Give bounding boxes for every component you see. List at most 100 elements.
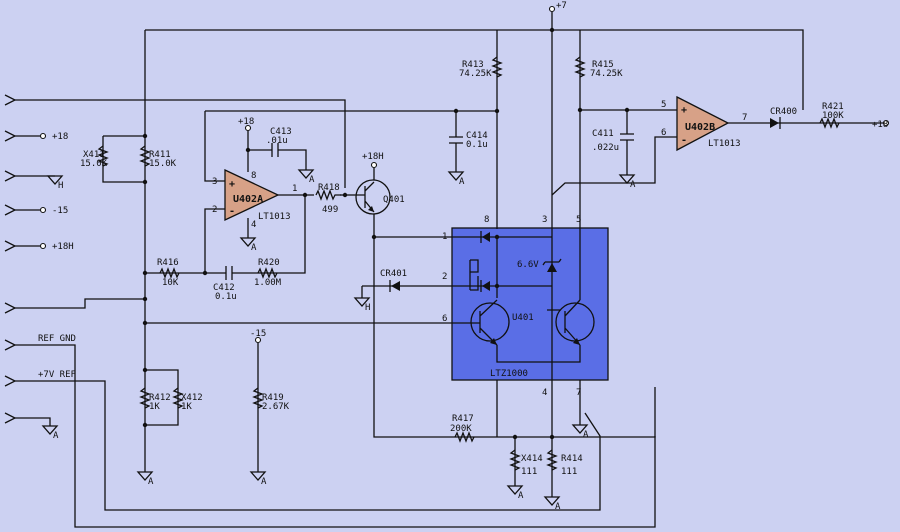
r411-name: R411 [149,150,171,160]
supply-label-plus18h-q401: +18H [362,152,384,162]
resistor-r414-icon [546,449,558,471]
r412-value: 1K [149,402,160,412]
pin-u402a-1: 1 [292,184,297,194]
transistor-q401-icon [355,179,391,215]
supply-label-plus18-u402a: +18 [238,117,254,127]
r412-name: R412 [149,393,171,403]
resistor-r417-icon [454,431,475,443]
opamp-u402a: + - U402A [224,168,280,222]
svg-text:A: A [459,177,465,187]
r419-value: 2.67K [262,402,290,412]
x414-name: X414 [521,454,543,464]
resistor-r421-icon [819,117,840,129]
c412-value: 0.1u [215,292,237,302]
ground-a-r414-icon: A [543,496,561,512]
resistor-r419-icon [252,387,264,409]
cr401-label: CR401 [380,269,407,279]
u402b-part: LT1013 [708,139,741,149]
resistor-r412-icon [139,387,151,409]
input-label-plus18: +18 [52,132,68,142]
q401-label: Q401 [383,195,405,205]
pin-u402a-8: 8 [251,171,256,181]
capacitor-c413-icon [271,143,279,157]
pin-u402b-7: 7 [742,113,747,123]
input-label-plus18h: +18H [52,242,74,252]
u402b-minus-sign: - [681,135,687,146]
ltz-heater-diode-icon [480,231,490,243]
transistor-u401-right-icon [555,299,595,346]
opamp-u402b: + - U402B [676,95,730,152]
c414-value: 0.1u [466,140,488,150]
c411-value: .022u [592,143,619,153]
svg-text:A: A [148,477,154,487]
svg-text:A: A [309,175,315,185]
r415-value: 74.25K [590,69,623,79]
input-label-ref-gnd: REF GND [38,334,76,344]
supply-label-minus15-r419: -15 [250,329,266,339]
pin-u402a-2: 2 [212,205,217,215]
r417-value: 200K [450,424,472,434]
u402a-part: LT1013 [258,212,291,222]
terminals [39,5,890,344]
r413-name: R413 [462,60,484,70]
ltz1000-label: LTZ1000 [490,369,528,379]
pin-ltz-3: 3 [542,215,547,225]
pin-ltz-6: 6 [442,314,447,324]
c414-name: C414 [466,131,488,141]
zener-label: 6.6V [517,260,539,270]
resistor-r420-icon [257,267,278,279]
ground-a-u402a-icon: A [239,237,257,253]
r416-value: 10K [162,278,179,288]
svg-text:A: A [251,243,257,253]
r418-name: R418 [318,183,340,193]
r419-name: R419 [262,393,284,403]
pin-ltz-2: 2 [442,272,447,282]
u402b-plus-sign: + [681,105,687,116]
u402a-plus-sign: + [229,179,235,190]
resistor-x414-icon [509,449,521,471]
c413-value: .01u [266,136,288,146]
r411-value: 15.0K [149,159,177,169]
svg-text:A: A [53,431,59,441]
pin-ltz-4: 4 [542,388,547,398]
r421-value: 100K [822,111,844,121]
input-label-minus15: -15 [52,206,68,216]
r417-name: R417 [452,414,474,424]
junctions [142,27,630,440]
svg-text:A: A [583,430,589,440]
ltz1000-block [451,227,609,381]
capacitor-c414-icon [449,136,463,144]
diode-cr401-icon [389,280,400,292]
ground-a-c411-icon: A [618,174,636,190]
r421-name: R421 [822,102,844,112]
wiring [4,12,883,528]
svg-text:A: A [630,180,636,190]
supply-label-plus7: +7 [556,1,567,11]
r420-name: R420 [258,258,280,268]
r415-name: R415 [592,60,614,70]
resistor-r415-icon [574,56,586,78]
pin-ltz-7: 7 [576,388,581,398]
svg-text:H: H [365,303,370,313]
resistor-r411-icon [139,145,151,167]
resistor-r413-icon [491,56,503,78]
capacitor-c412-icon [225,266,233,280]
r420-value: 1.00M [254,278,282,288]
resistor-r418-icon [315,189,341,201]
ground-h-input-icon: H [46,175,64,191]
r414-value: 111 [561,467,577,477]
ground-a-input-icon: A [41,425,59,441]
c411-name: C411 [592,129,614,139]
zener-diode-icon [542,258,562,272]
c412-name: C412 [213,283,235,293]
ground-h-cr401-icon: H [353,297,371,313]
cr400-label: CR400 [770,107,797,117]
u402a-minus-sign: - [229,206,235,217]
r418-value: 499 [322,205,338,215]
pin-ltz-8: 8 [484,215,489,225]
r416-name: R416 [157,258,179,268]
ground-a-ltz7-icon: A [571,424,589,440]
input-label-plus7v-ref: +7V REF [38,370,76,380]
ground-a-c414-icon: A [447,171,465,187]
